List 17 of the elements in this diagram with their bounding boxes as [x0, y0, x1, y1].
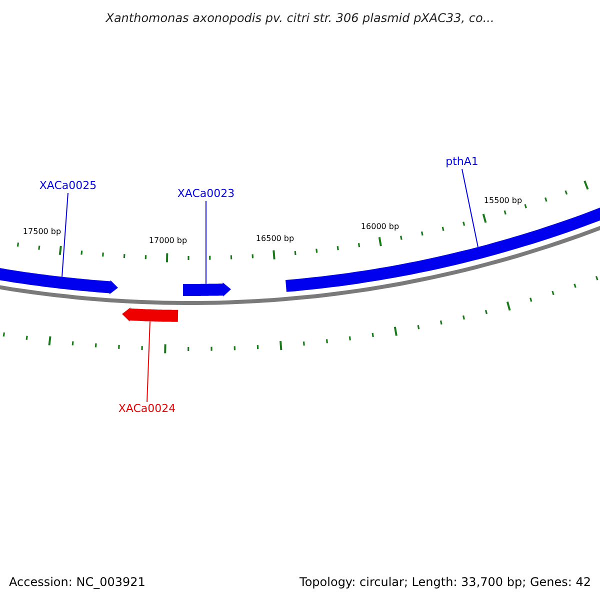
gene-segment: [122, 308, 178, 322]
gene-segment: [183, 282, 231, 296]
scale-label: 15500 bp: [484, 195, 522, 207]
gene-label: XACa0025: [39, 179, 97, 193]
gene-label: pthA1: [446, 155, 478, 169]
leader-line: [62, 192, 68, 278]
gene-label: XACa0024: [118, 402, 176, 416]
scale-label: 17000 bp: [148, 235, 188, 247]
scale-label: 16000 bp: [360, 221, 400, 233]
leader-line: [146, 320, 150, 402]
scale-label: 17500 bp: [22, 226, 62, 238]
title: Xanthomonas axonopodis pv. citri str. 306 plasmid pXAC33, co...: [106, 11, 494, 25]
gene-label: XACa0023: [177, 187, 235, 201]
footer-text: Topology: circular; Length: 33,700 bp; Genes: 42: [300, 575, 591, 589]
footer-text: Accession: NC_003921: [9, 575, 146, 589]
leader-line: [462, 168, 478, 248]
scale-label: 16500 bp: [256, 233, 294, 245]
